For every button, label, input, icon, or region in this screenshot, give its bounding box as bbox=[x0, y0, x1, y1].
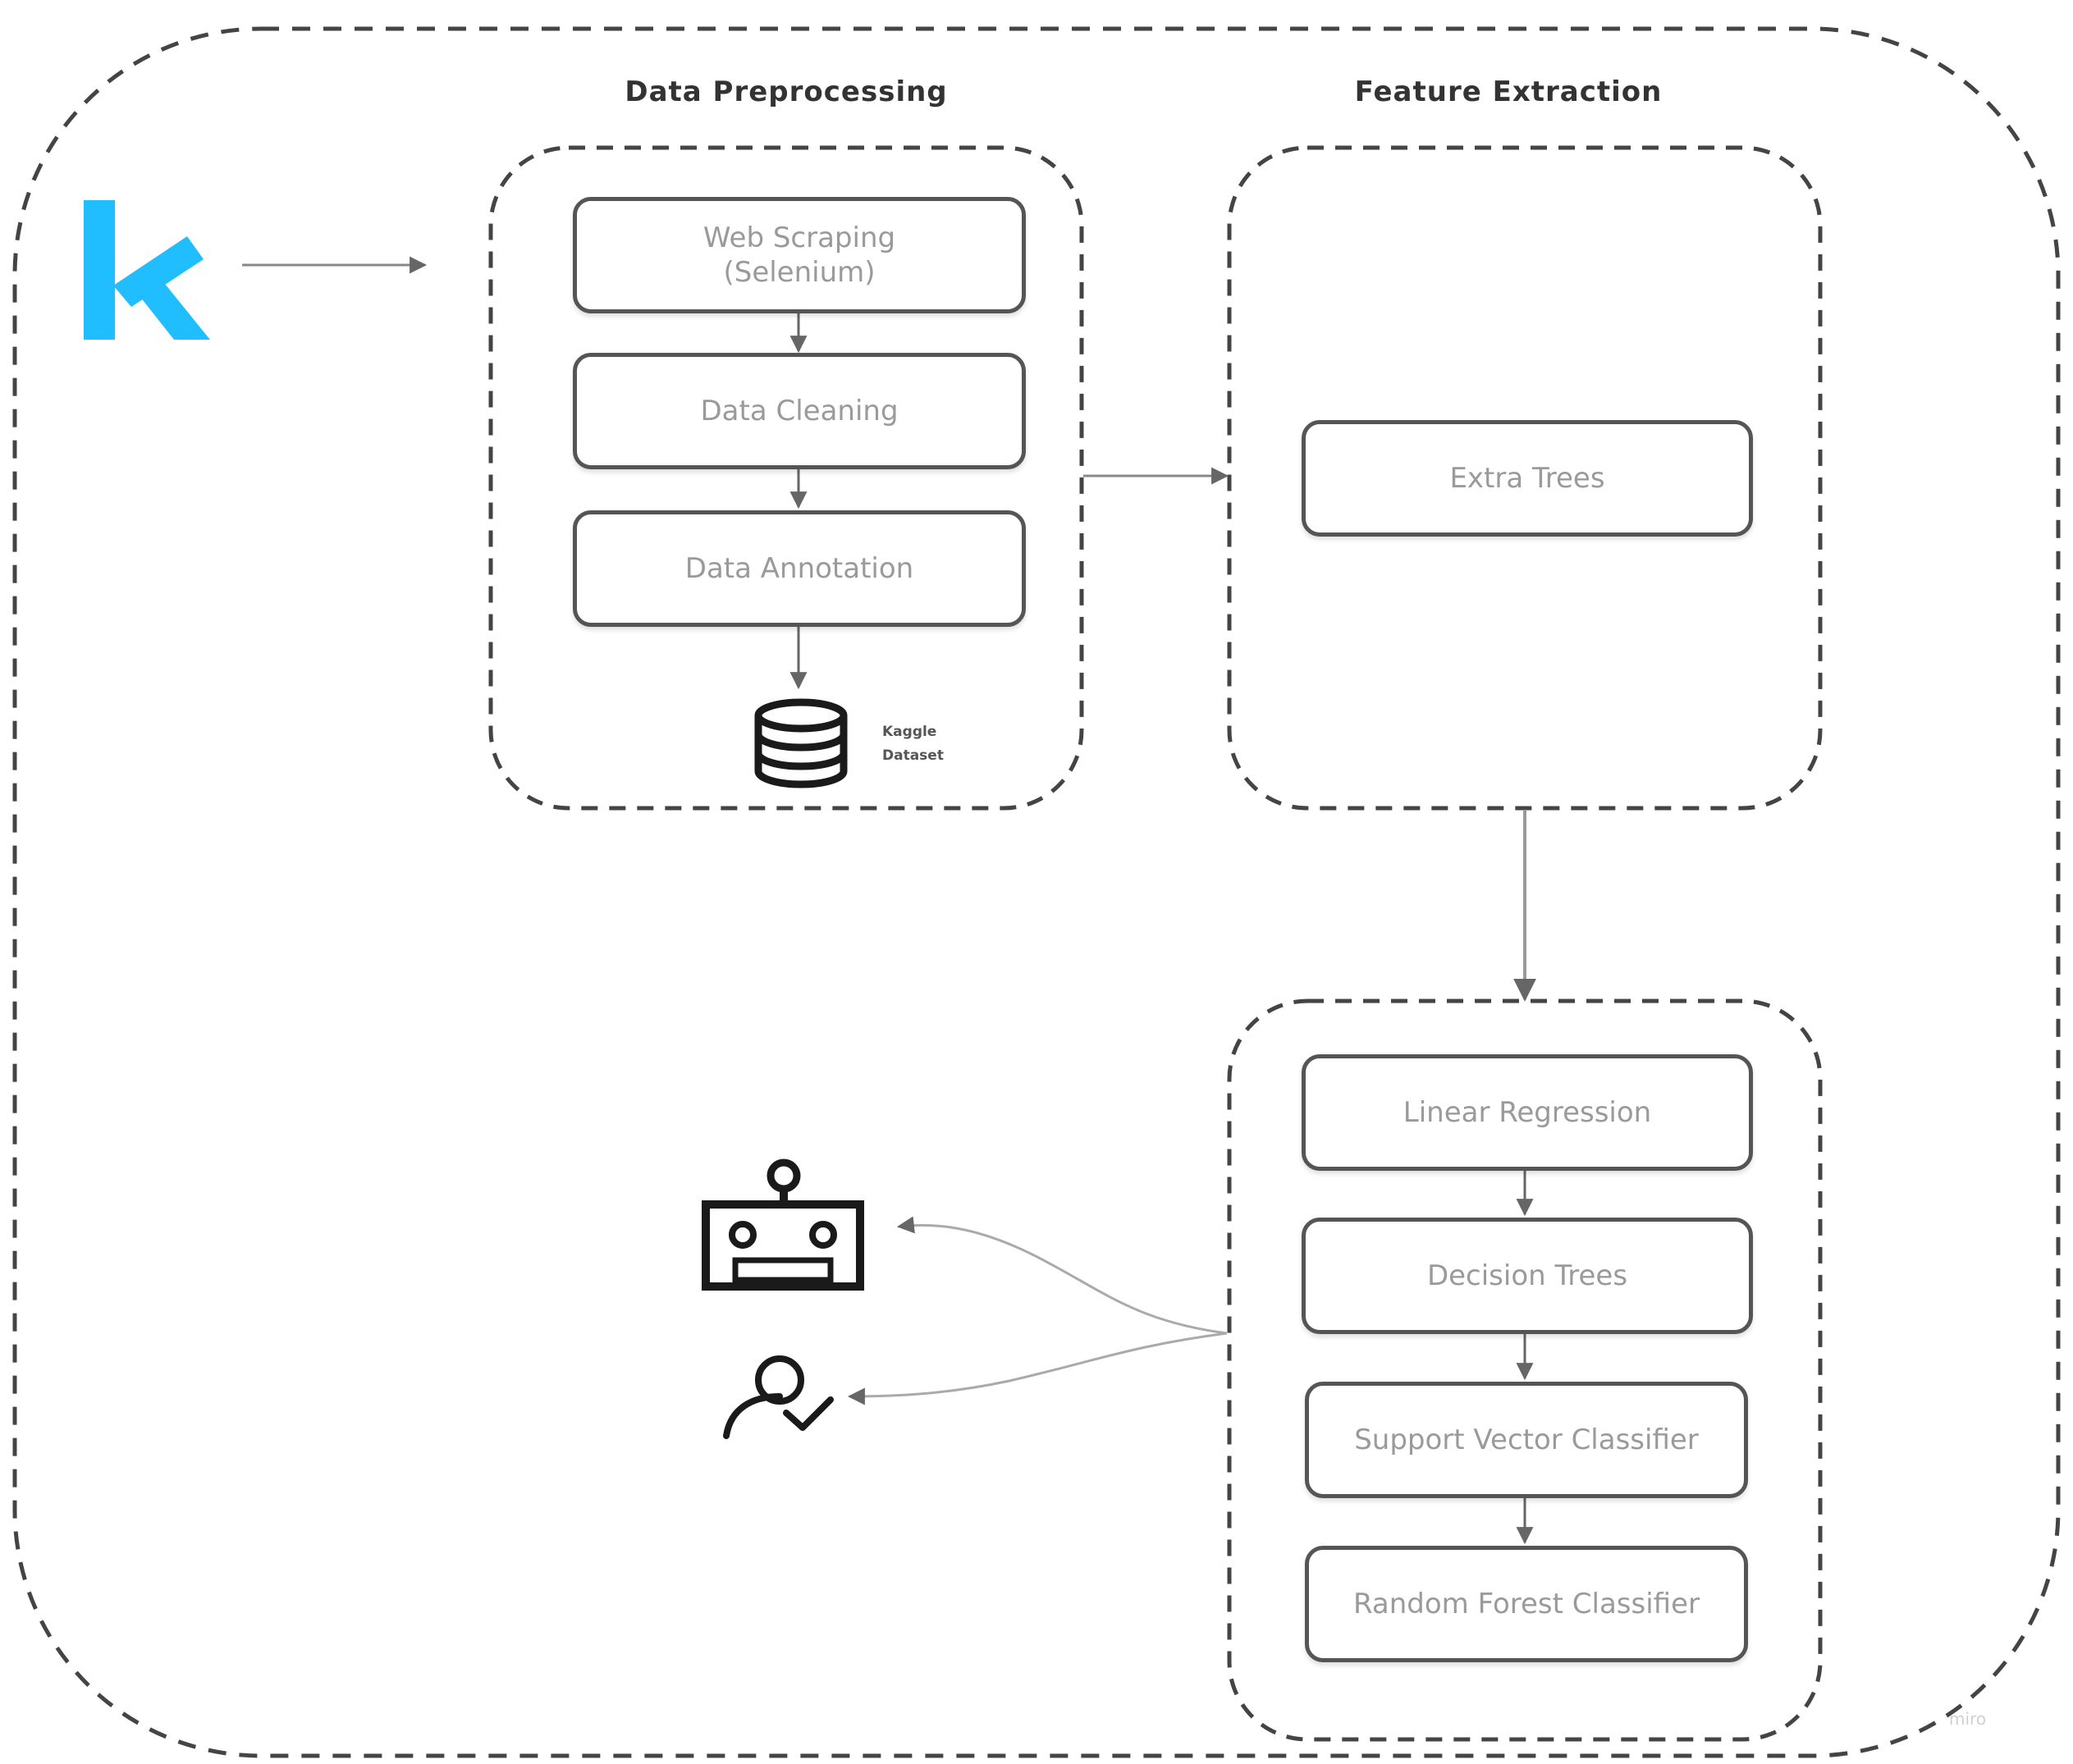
dataset-label-line2: Dataset bbox=[882, 747, 944, 764]
extra-trees-label: Extra Trees bbox=[1449, 461, 1605, 495]
feature-title: Feature Extraction bbox=[1354, 75, 1663, 108]
web-scraping-label: Web Scraping (Selenium) bbox=[702, 221, 896, 290]
miro-watermark: miro bbox=[1949, 1709, 1987, 1729]
decision-trees-step[interactable]: Decision Trees bbox=[1302, 1218, 1753, 1334]
svc-label: Support Vector Classifier bbox=[1354, 1423, 1699, 1456]
models-group bbox=[1227, 999, 1823, 1742]
kaggle-logo bbox=[72, 154, 220, 351]
kaggle-k-icon bbox=[84, 200, 210, 340]
dataset-label: Kaggle Dataset bbox=[882, 720, 944, 768]
data-annotation-step[interactable]: Data Annotation bbox=[573, 510, 1026, 627]
data-cleaning-label: Data Cleaning bbox=[700, 394, 899, 427]
arrow-models-robot bbox=[896, 1216, 1228, 1335]
svc-step[interactable]: Support Vector Classifier bbox=[1305, 1382, 1748, 1498]
arrow-models-user bbox=[847, 1332, 1228, 1405]
extra-trees-step[interactable]: Extra Trees bbox=[1302, 420, 1753, 537]
web-scraping-step[interactable]: Web Scraping (Selenium) bbox=[573, 197, 1026, 313]
dataset-label-line1: Kaggle bbox=[882, 724, 937, 740]
robot-icon bbox=[702, 1158, 864, 1291]
database-icon bbox=[754, 698, 848, 788]
user-check-icon bbox=[723, 1355, 834, 1439]
preprocessing-title: Data Preprocessing bbox=[625, 75, 948, 108]
random-forest-step[interactable]: Random Forest Classifier bbox=[1305, 1546, 1748, 1662]
data-annotation-label: Data Annotation bbox=[684, 551, 914, 585]
linear-regression-step[interactable]: Linear Regression bbox=[1302, 1054, 1753, 1171]
data-cleaning-step[interactable]: Data Cleaning bbox=[573, 353, 1026, 469]
preprocessing-group bbox=[488, 145, 1084, 811]
random-forest-label: Random Forest Classifier bbox=[1353, 1587, 1700, 1620]
feature-group bbox=[1227, 145, 1823, 811]
decision-trees-label: Decision Trees bbox=[1426, 1259, 1628, 1292]
linear-regression-label: Linear Regression bbox=[1403, 1095, 1652, 1129]
outer-container bbox=[12, 26, 2061, 1758]
